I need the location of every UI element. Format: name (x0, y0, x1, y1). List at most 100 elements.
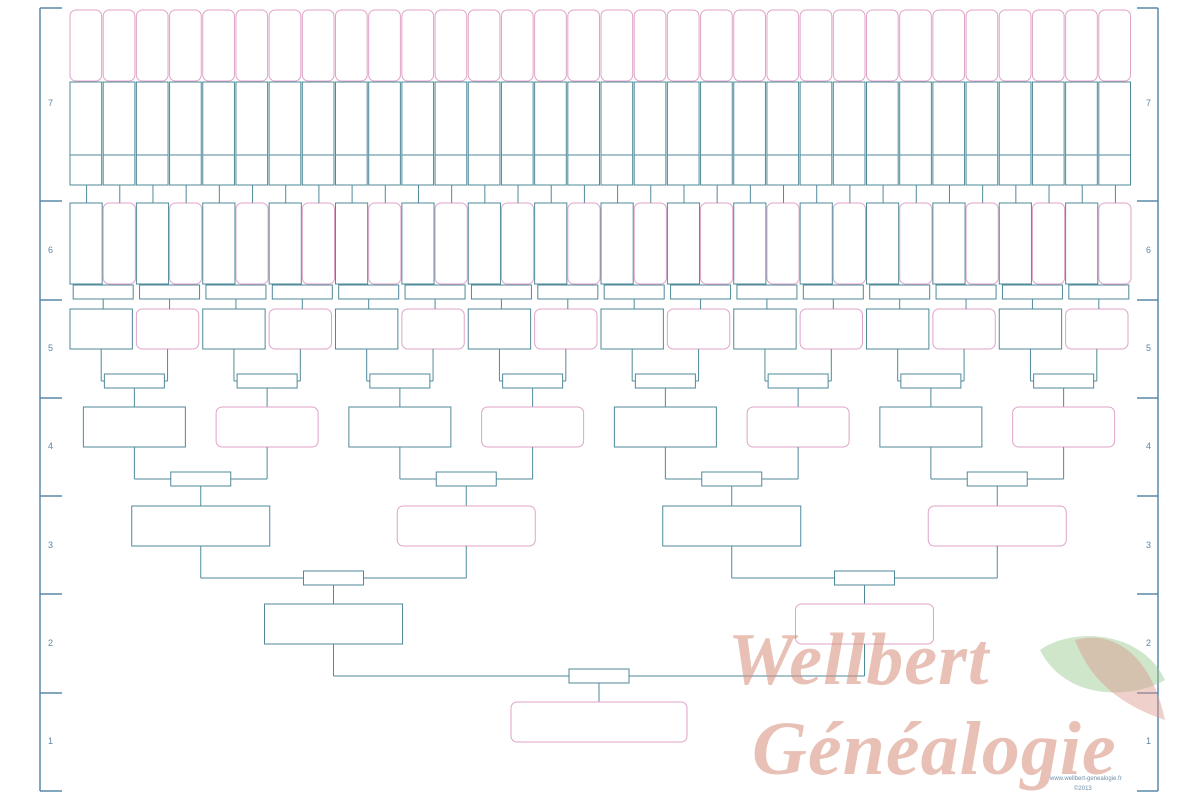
gen6-female-box (102, 202, 136, 285)
gen6-male-box (733, 202, 767, 285)
gen3-male-box (131, 505, 271, 547)
gen7-female-box (434, 9, 468, 82)
gen7-female-box (401, 9, 435, 82)
gen6-marriage-box (736, 284, 798, 300)
gen7-female-box (1065, 9, 1098, 82)
gen7-male-box (633, 81, 667, 186)
gen5-marriage-box (767, 373, 829, 389)
gen7-female-box (567, 9, 600, 82)
gen4-marriage-box (170, 471, 232, 487)
gen2-marriage-box (568, 668, 630, 684)
gen6-female-box (434, 202, 468, 285)
gen6-male-box (799, 202, 833, 285)
gen6-female-box (235, 202, 269, 285)
gen7-male-box (135, 81, 169, 186)
gen6-male-box (467, 202, 501, 285)
gen5-male-box (998, 308, 1063, 350)
gen7-male-box (500, 81, 534, 186)
gen6-male-box (534, 202, 568, 285)
gen4-marriage-box (701, 471, 763, 487)
gen7-female-box (666, 9, 700, 82)
leaf-shape (1040, 636, 1165, 693)
gen5-marriage-box (1033, 373, 1095, 389)
generation-label-left: 1 (48, 736, 54, 746)
gen3-marriage-box (834, 570, 895, 586)
gen3-female-box (927, 505, 1067, 547)
gen5-female-box (401, 308, 465, 350)
gen4-marriage-box (966, 471, 1028, 487)
gen6-female-box (567, 202, 601, 285)
gen6-female-box (832, 202, 866, 285)
generation-label-right: 7 (1146, 98, 1152, 108)
generation-label-right: 6 (1146, 245, 1152, 255)
gen7-female-box (733, 9, 766, 82)
gen7-female-box (600, 9, 634, 82)
gen6-male-box (666, 202, 701, 285)
generation-label-left: 3 (48, 540, 54, 550)
gen5-male-box (600, 308, 664, 350)
gen7-male-box (766, 81, 800, 186)
gen3-marriage-box (303, 570, 364, 586)
gen5-marriage-box (369, 373, 431, 389)
gen7-female-box (268, 9, 302, 82)
gen6-marriage-box (802, 284, 864, 300)
gen6-female-box (368, 202, 402, 285)
gen5-male-box (467, 308, 532, 350)
gen7-female-box (1098, 9, 1131, 82)
gen3-male-box (662, 505, 802, 547)
gen6-female-box (766, 202, 800, 285)
gen7-female-box (866, 9, 899, 82)
gen7-female-box (368, 9, 401, 82)
gen5-marriage-box (103, 373, 165, 389)
gen7-female-box (1031, 9, 1065, 82)
generation-label-left: 6 (48, 245, 54, 255)
watermark-brand-line1: Wellbert (728, 619, 990, 701)
gen6-marriage-box (470, 284, 532, 300)
gen7-male-box (700, 81, 733, 186)
gen6-male-box (932, 202, 966, 285)
generation-label-left: 4 (48, 441, 54, 451)
gen5-female-box (666, 308, 731, 350)
gen7-female-box (235, 9, 269, 82)
gen5-female-box (799, 308, 863, 350)
gen6-marriage-box (537, 284, 599, 300)
gen4-male-box (82, 406, 186, 448)
gen5-male-box (733, 308, 797, 350)
watermark-brand-line2: Généalogie (752, 707, 1117, 791)
generation-label-left: 2 (48, 638, 54, 648)
gen5-marriage-box (634, 373, 696, 389)
gen5-male-box (866, 308, 930, 350)
gen7-female-box (799, 9, 833, 82)
generation-label-left: 5 (48, 343, 54, 353)
gen5-female-box (135, 308, 200, 350)
gen4-marriage-box (435, 471, 497, 487)
gen5-female-box (1065, 308, 1129, 350)
gen7-male-box (899, 81, 932, 186)
gen6-female-box (965, 202, 999, 285)
gen7-male-box (368, 81, 401, 186)
gen7-female-box (700, 9, 733, 82)
leaf-icon (1040, 636, 1165, 720)
gen7-male-box (69, 81, 103, 186)
gen6-marriage-box (935, 284, 997, 300)
gen7-male-box (1065, 81, 1098, 186)
gen6-marriage-box (338, 284, 400, 300)
gen6-marriage-box (205, 284, 267, 300)
gen6-marriage-box (603, 284, 665, 300)
gen2-male-box (264, 603, 403, 645)
gen5-male-box (202, 308, 266, 350)
generation-label-right: 5 (1146, 343, 1152, 353)
gen4-male-box (613, 406, 717, 448)
gen7-female-box (766, 9, 800, 82)
gen7-male-box (335, 81, 368, 186)
gen7-male-box (1031, 81, 1065, 186)
gen6-male-box (998, 202, 1032, 285)
gen6-male-box (268, 202, 302, 285)
gen7-female-box (335, 9, 368, 82)
gen7-male-box (169, 81, 202, 186)
gen7-female-box (169, 9, 202, 82)
gen6-male-box (401, 202, 435, 285)
gen4-female-box (1012, 406, 1116, 448)
gen6-male-box (866, 202, 900, 285)
